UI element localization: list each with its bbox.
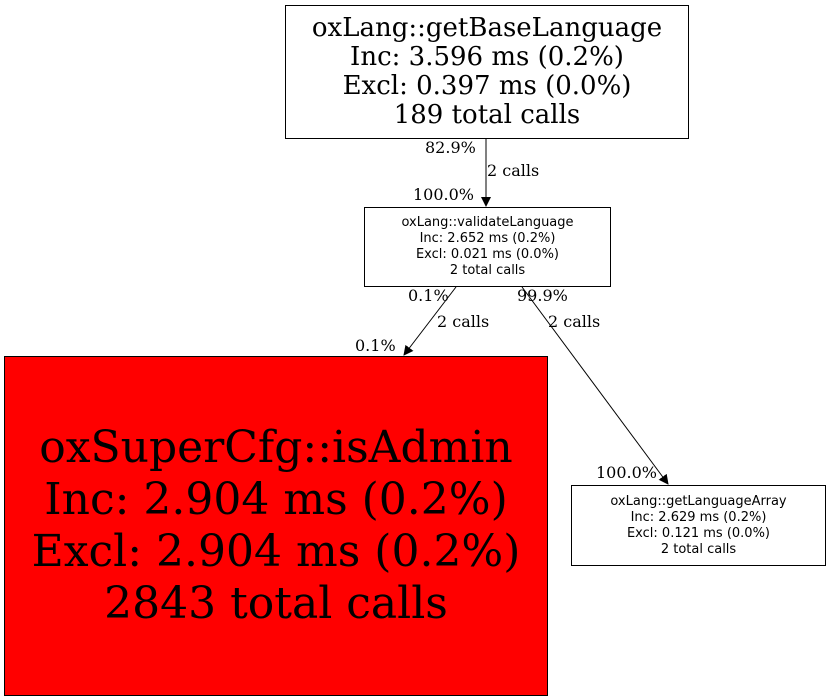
edge-validatelanguage-to-isadmin bbox=[403, 286, 457, 356]
node-isadmin[interactable]: oxSuperCfg::isAdmin Inc: 2.904 ms (0.2%)… bbox=[4, 356, 548, 696]
edge-head-percent: 0.1% bbox=[355, 336, 396, 355]
node-exclusive-time: Excl: 2.904 ms (0.2%) bbox=[31, 526, 521, 577]
edge-head-percent: 100.0% bbox=[596, 463, 658, 482]
edge-validatelanguage-to-getlanguagearray bbox=[521, 286, 669, 485]
node-exclusive-time: Excl: 0.021 ms (0.0%) bbox=[415, 247, 560, 262]
node-inclusive-time: Inc: 2.629 ms (0.2%) bbox=[630, 509, 767, 525]
edge-tail-percent: 82.9% bbox=[425, 138, 476, 157]
edge-tail-percent: 99.9% bbox=[517, 286, 568, 305]
node-total-calls: 2 total calls bbox=[660, 541, 737, 557]
node-name: oxLang::getLanguageArray bbox=[610, 493, 787, 509]
edge-call-count: 2 calls bbox=[548, 312, 601, 331]
edge-call-count: 2 calls bbox=[437, 312, 490, 331]
node-inclusive-time: Inc: 2.904 ms (0.2%) bbox=[44, 474, 508, 525]
node-total-calls: 2843 total calls bbox=[104, 578, 448, 629]
node-getbaselanguage[interactable]: oxLang::getBaseLanguage Inc: 3.596 ms (0… bbox=[285, 5, 689, 139]
node-validatelanguage[interactable]: oxLang::validateLanguage Inc: 2.652 ms (… bbox=[364, 207, 611, 287]
node-exclusive-time: Excl: 0.121 ms (0.0%) bbox=[626, 525, 771, 541]
node-total-calls: 2 total calls bbox=[449, 263, 526, 278]
edge-head-percent: 100.0% bbox=[413, 185, 475, 204]
node-name: oxLang::validateLanguage bbox=[401, 215, 574, 230]
node-inclusive-time: Inc: 2.652 ms (0.2%) bbox=[419, 231, 556, 246]
edge-call-count: 2 calls bbox=[487, 161, 540, 180]
node-inclusive-time: Inc: 3.596 ms (0.2%) bbox=[350, 42, 624, 72]
node-total-calls: 189 total calls bbox=[393, 100, 581, 130]
edge-tail-percent: 0.1% bbox=[408, 286, 449, 305]
node-name: oxSuperCfg::isAdmin bbox=[39, 422, 513, 473]
node-name: oxLang::getBaseLanguage bbox=[311, 13, 663, 43]
node-exclusive-time: Excl: 0.397 ms (0.0%) bbox=[342, 71, 632, 101]
node-getlanguagearray[interactable]: oxLang::getLanguageArray Inc: 2.629 ms (… bbox=[571, 485, 826, 566]
